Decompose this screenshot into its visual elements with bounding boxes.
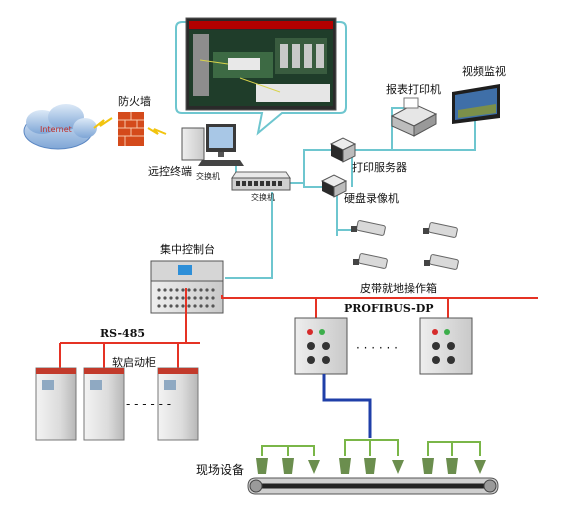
hard-disk-recorder-label: 硬盘录像机 [344, 192, 399, 205]
camera-icon-3 [353, 253, 388, 269]
firewall-icon [118, 112, 144, 146]
cabinet-icon-3 [157, 367, 199, 441]
ethernet-lines [225, 107, 476, 279]
cabinet-icon-1 [35, 367, 77, 441]
scada-screen-thumbnail [185, 17, 337, 111]
profibus-line [221, 295, 538, 318]
conveyor-icon [247, 477, 499, 495]
remote-terminal-label: 远控终端 [148, 165, 192, 178]
internet-cloud-icon [23, 104, 97, 150]
field-device-icons [256, 458, 486, 474]
rs485-line [59, 288, 200, 370]
profibus-label: PROFIBUS-DP [344, 302, 434, 315]
video-monitor-label: 视频监视 [462, 65, 506, 78]
switch-label-bottom: 交换机 [251, 193, 275, 202]
field-branch-lines [261, 439, 481, 456]
report-printer-label: 报表打印机 [386, 83, 441, 96]
lightning-icon [93, 117, 113, 129]
print-server-icon [329, 137, 357, 163]
switch-label-top: 交换机 [196, 172, 220, 181]
central-console-label: 集中控制台 [160, 243, 215, 256]
field-equipment-label: 现场设备 [196, 463, 245, 477]
switch-icon [231, 171, 291, 191]
cabinet-icon-2 [83, 367, 125, 441]
computer-icon [181, 124, 244, 166]
camera-icon-1 [351, 220, 386, 236]
control-box-icon-2 [419, 317, 473, 375]
field-bus-line [322, 374, 372, 438]
print-server-label: 打印服务器 [352, 161, 407, 174]
belt-local-box-label: 皮带就地操作箱 [360, 282, 437, 295]
internet-label: Internet [40, 125, 72, 134]
rs485-label: RS-485 [100, 327, 146, 340]
recorder-icon [320, 174, 348, 198]
monitor-icon [452, 84, 500, 124]
soft-start-cabinet-label: 软启动柜 [112, 356, 156, 369]
control-box-icon-1 [294, 317, 348, 375]
printer-icon [390, 97, 438, 137]
camera-icon-2 [423, 222, 458, 238]
camera-icon-4 [424, 254, 459, 270]
firewall-label: 防火墙 [118, 95, 151, 108]
lightning-icon-2 [147, 127, 167, 135]
control-box-ellipsis: · · · · · · [356, 341, 398, 355]
cabinet-ellipsis: - - - - - - [126, 397, 172, 411]
